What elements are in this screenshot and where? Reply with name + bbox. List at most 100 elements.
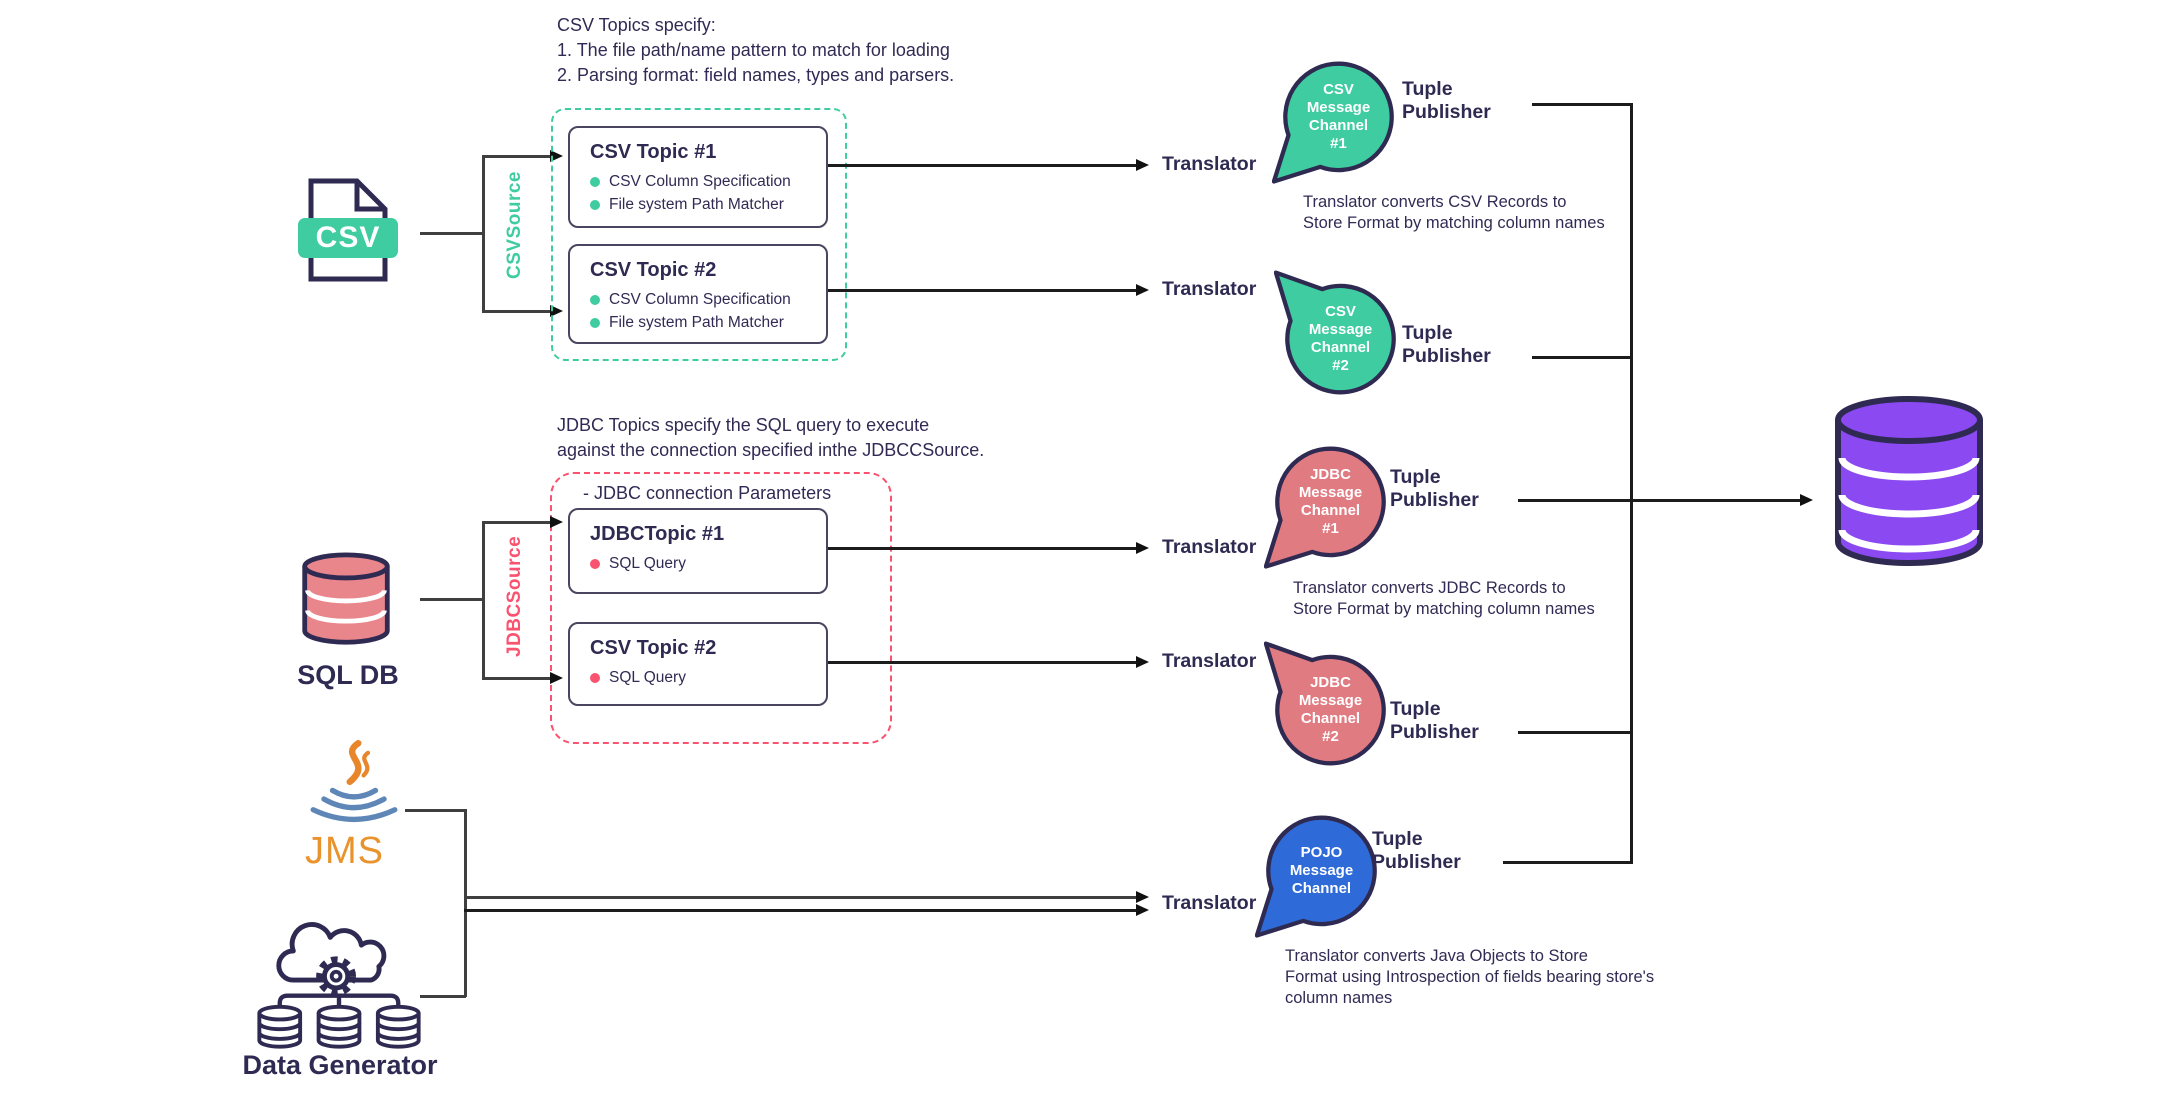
bullet-label: SQL Query	[609, 669, 686, 686]
data-generator-label: Data Generator	[242, 1050, 438, 1080]
flow-arrowhead-csv1-icon	[1136, 159, 1149, 171]
csv-message-channel-2-bubble: CSV Message Channel #2	[1274, 265, 1407, 398]
jms-line	[405, 809, 465, 812]
csv-topic2-arrowhead-icon	[550, 305, 563, 317]
pojo-message-channel-bubble: POJO Message Channel	[1255, 812, 1388, 945]
csvsource-group-box	[551, 108, 847, 361]
store-arrowhead-icon	[1800, 494, 1813, 506]
pojo-flow-line-1	[464, 896, 1136, 899]
jdbc-topic-2-bullet-1: SQL Query	[590, 669, 806, 687]
csv-topic1-arrowhead-icon	[550, 150, 563, 162]
bullet-label: CSV Column Specification	[609, 291, 791, 308]
csv-message-channel-1-bubble: CSV Message Channel #1	[1272, 58, 1405, 191]
jdbc-topic-1-title: JDBCTopic #1	[590, 523, 725, 545]
flow-line-csv1	[828, 164, 1136, 167]
publisher-line-4	[1518, 731, 1632, 734]
jdbc-topic1-arrowhead-icon	[550, 516, 563, 528]
tuple-publisher-label-5: Tuple Publisher	[1372, 828, 1461, 873]
translator-label-4: Translator	[1162, 650, 1257, 672]
pojo-arrowhead-1-icon	[1136, 891, 1149, 903]
jdbc-message-channel-1-bubble: JDBC Message Channel #1	[1264, 443, 1397, 576]
flow-line-jdbc1	[828, 547, 1136, 550]
translator-label-3: Translator	[1162, 536, 1257, 558]
csv-topic-2-bullet-1: CSV Column Specification	[590, 291, 806, 309]
cloud-databases-icon	[257, 922, 421, 1049]
flow-line-jdbc2	[828, 661, 1136, 664]
flow-line-csv2	[828, 289, 1136, 292]
pojo-source-bracket	[464, 809, 467, 997]
publisher-line-1	[1532, 103, 1632, 106]
csv-topic-2-title: CSV Topic #2	[590, 259, 717, 281]
collector-line	[1630, 103, 1633, 864]
jdbc-source-bracket	[482, 521, 485, 680]
tuple-publisher-label-2: Tuple Publisher	[1402, 322, 1491, 367]
speech-bubble-icon	[1272, 61, 1394, 184]
csv-topics-note: CSV Topics specify: 1. The file path/nam…	[557, 15, 955, 85]
csv-topic-1-title: CSV Topic #1	[590, 141, 717, 163]
sql-db-label: SQL DB	[297, 660, 399, 690]
pink-dot-icon	[590, 559, 600, 569]
channel-label: CSV Message Channel #2	[1308, 302, 1373, 374]
java-logo-icon	[310, 740, 398, 823]
jdbc-topic-1-bullet-1: SQL Query	[590, 555, 806, 573]
green-dot-icon	[590, 295, 600, 305]
jms-source: JMS	[297, 740, 412, 875]
speech-bubble-icon	[1255, 815, 1377, 938]
store-arrow-line	[1632, 499, 1800, 502]
database-cylinder-icon	[302, 552, 390, 645]
translator-label-5: Translator	[1162, 892, 1257, 914]
jdbc-translator-caption: Translator converts JDBC Records to Stor…	[1293, 579, 1595, 618]
jms-label: JMS	[305, 830, 384, 872]
flow-arrowhead-jdbc1-icon	[1136, 542, 1149, 554]
speech-bubble-icon	[1264, 641, 1386, 766]
jdbc-topic-2-box: CSV Topic #2 SQL Query	[568, 622, 828, 706]
jdbc-topic2-arrowhead-icon	[550, 672, 563, 684]
jdbcsource-label: JDBCSource	[504, 535, 525, 657]
speech-bubble-icon	[1264, 446, 1386, 569]
csv-source-line	[420, 232, 483, 235]
csv-topic-1-box: CSV Topic #1 CSV Column Specification Fi…	[568, 126, 828, 228]
speech-bubble-icon	[1274, 270, 1396, 395]
publisher-line-3	[1518, 499, 1632, 502]
pojo-flow-line-2	[464, 909, 1136, 912]
csv-topic-1-bullet-1: CSV Column Specification	[590, 173, 806, 191]
channel-label: JDBC Message Channel #1	[1298, 465, 1363, 537]
pink-dot-icon	[590, 673, 600, 683]
tuple-publisher-label-1: Tuple Publisher	[1402, 78, 1491, 123]
publisher-line-5	[1503, 861, 1632, 864]
jdbcsource-group-box	[550, 472, 892, 744]
store-database-icon	[1831, 394, 1987, 570]
data-generator-source	[246, 916, 434, 1052]
translator-label-2: Translator	[1162, 278, 1257, 300]
bullet-label: SQL Query	[609, 555, 686, 572]
tuple-publisher-label-4: Tuple Publisher	[1390, 698, 1479, 743]
bullet-label: File system Path Matcher	[609, 196, 784, 213]
translator-label-1: Translator	[1162, 153, 1257, 175]
csv-topic-2-bullet-2: File system Path Matcher	[590, 314, 806, 332]
green-dot-icon	[590, 200, 600, 210]
csv-topic-2-box: CSV Topic #2 CSV Column Specification Fi…	[568, 244, 828, 344]
database-cylinder-icon	[1835, 396, 1983, 566]
csv-topic-1-bullet-2: File system Path Matcher	[590, 196, 806, 214]
channel-label: POJO Message Channel	[1289, 843, 1354, 897]
jdbc-topic2-arrow-line	[482, 677, 550, 680]
channel-label: JDBC Message Channel #2	[1298, 673, 1363, 745]
tuple-publisher-label-3: Tuple Publisher	[1390, 466, 1479, 511]
csvsource-label: CSVSource	[504, 171, 525, 279]
flow-arrowhead-jdbc2-icon	[1136, 656, 1149, 668]
jdbc-connection-params-label: - JDBC connection Parameters	[583, 483, 832, 503]
jdbc-message-channel-2-bubble: JDBC Message Channel #2	[1264, 636, 1397, 769]
jdbc-topics-note: JDBC Topics specify the SQL query to exe…	[557, 415, 985, 460]
csv-topic2-arrow-line	[482, 310, 550, 313]
csv-file-icon: CSV	[298, 176, 398, 288]
publisher-line-2	[1532, 356, 1632, 359]
pojo-arrowhead-2-icon	[1136, 904, 1149, 916]
data-generator-line	[420, 995, 466, 998]
jdbc-topic1-arrow-line	[482, 521, 550, 524]
bullet-label: CSV Column Specification	[609, 173, 791, 190]
sql-source-line	[420, 598, 483, 601]
green-dot-icon	[590, 177, 600, 187]
csv-file-badge: CSV	[298, 218, 398, 258]
csv-translator-caption: Translator converts CSV Records to Store…	[1303, 193, 1605, 232]
